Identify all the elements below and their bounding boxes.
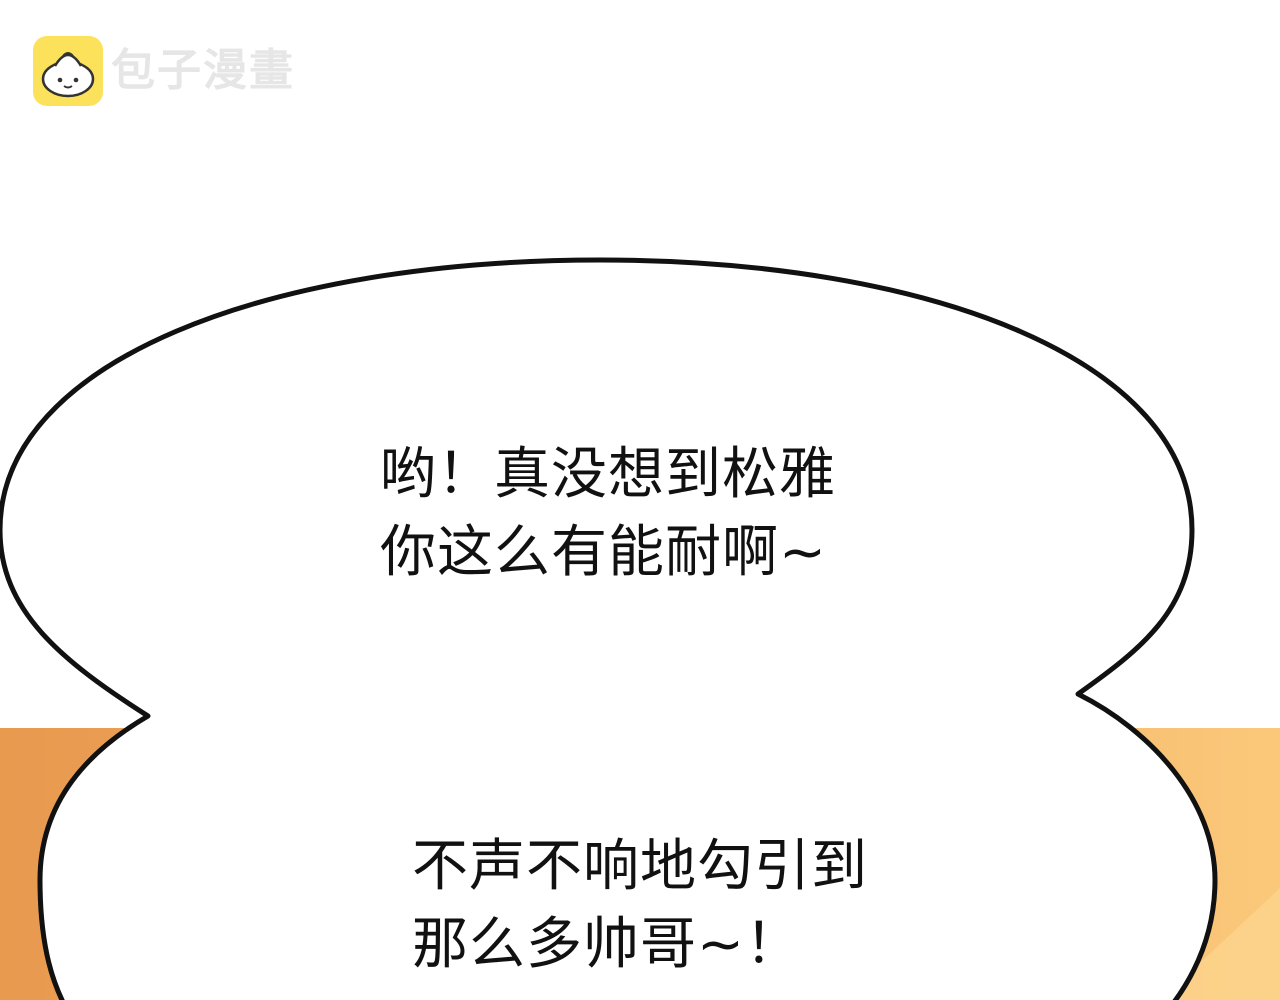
- watermark: 包子漫畫: [33, 36, 295, 106]
- bottom-bubble-text: 不声不响地勾引到 那么多帅哥~！: [412, 828, 868, 984]
- watermark-text: 包子漫畫: [111, 45, 295, 96]
- top-bubble-text: 哟！真没想到松雅 你这么有能耐啊~: [380, 436, 836, 592]
- dialogue-line: 不声不响地勾引到: [412, 834, 868, 899]
- dialogue-line: 哟！真没想到松雅: [380, 442, 836, 507]
- dialogue-line: 你这么有能耐啊~: [380, 520, 827, 585]
- dialogue-line: 那么多帅哥~！: [412, 912, 802, 977]
- bun-mascot-icon: [33, 36, 103, 106]
